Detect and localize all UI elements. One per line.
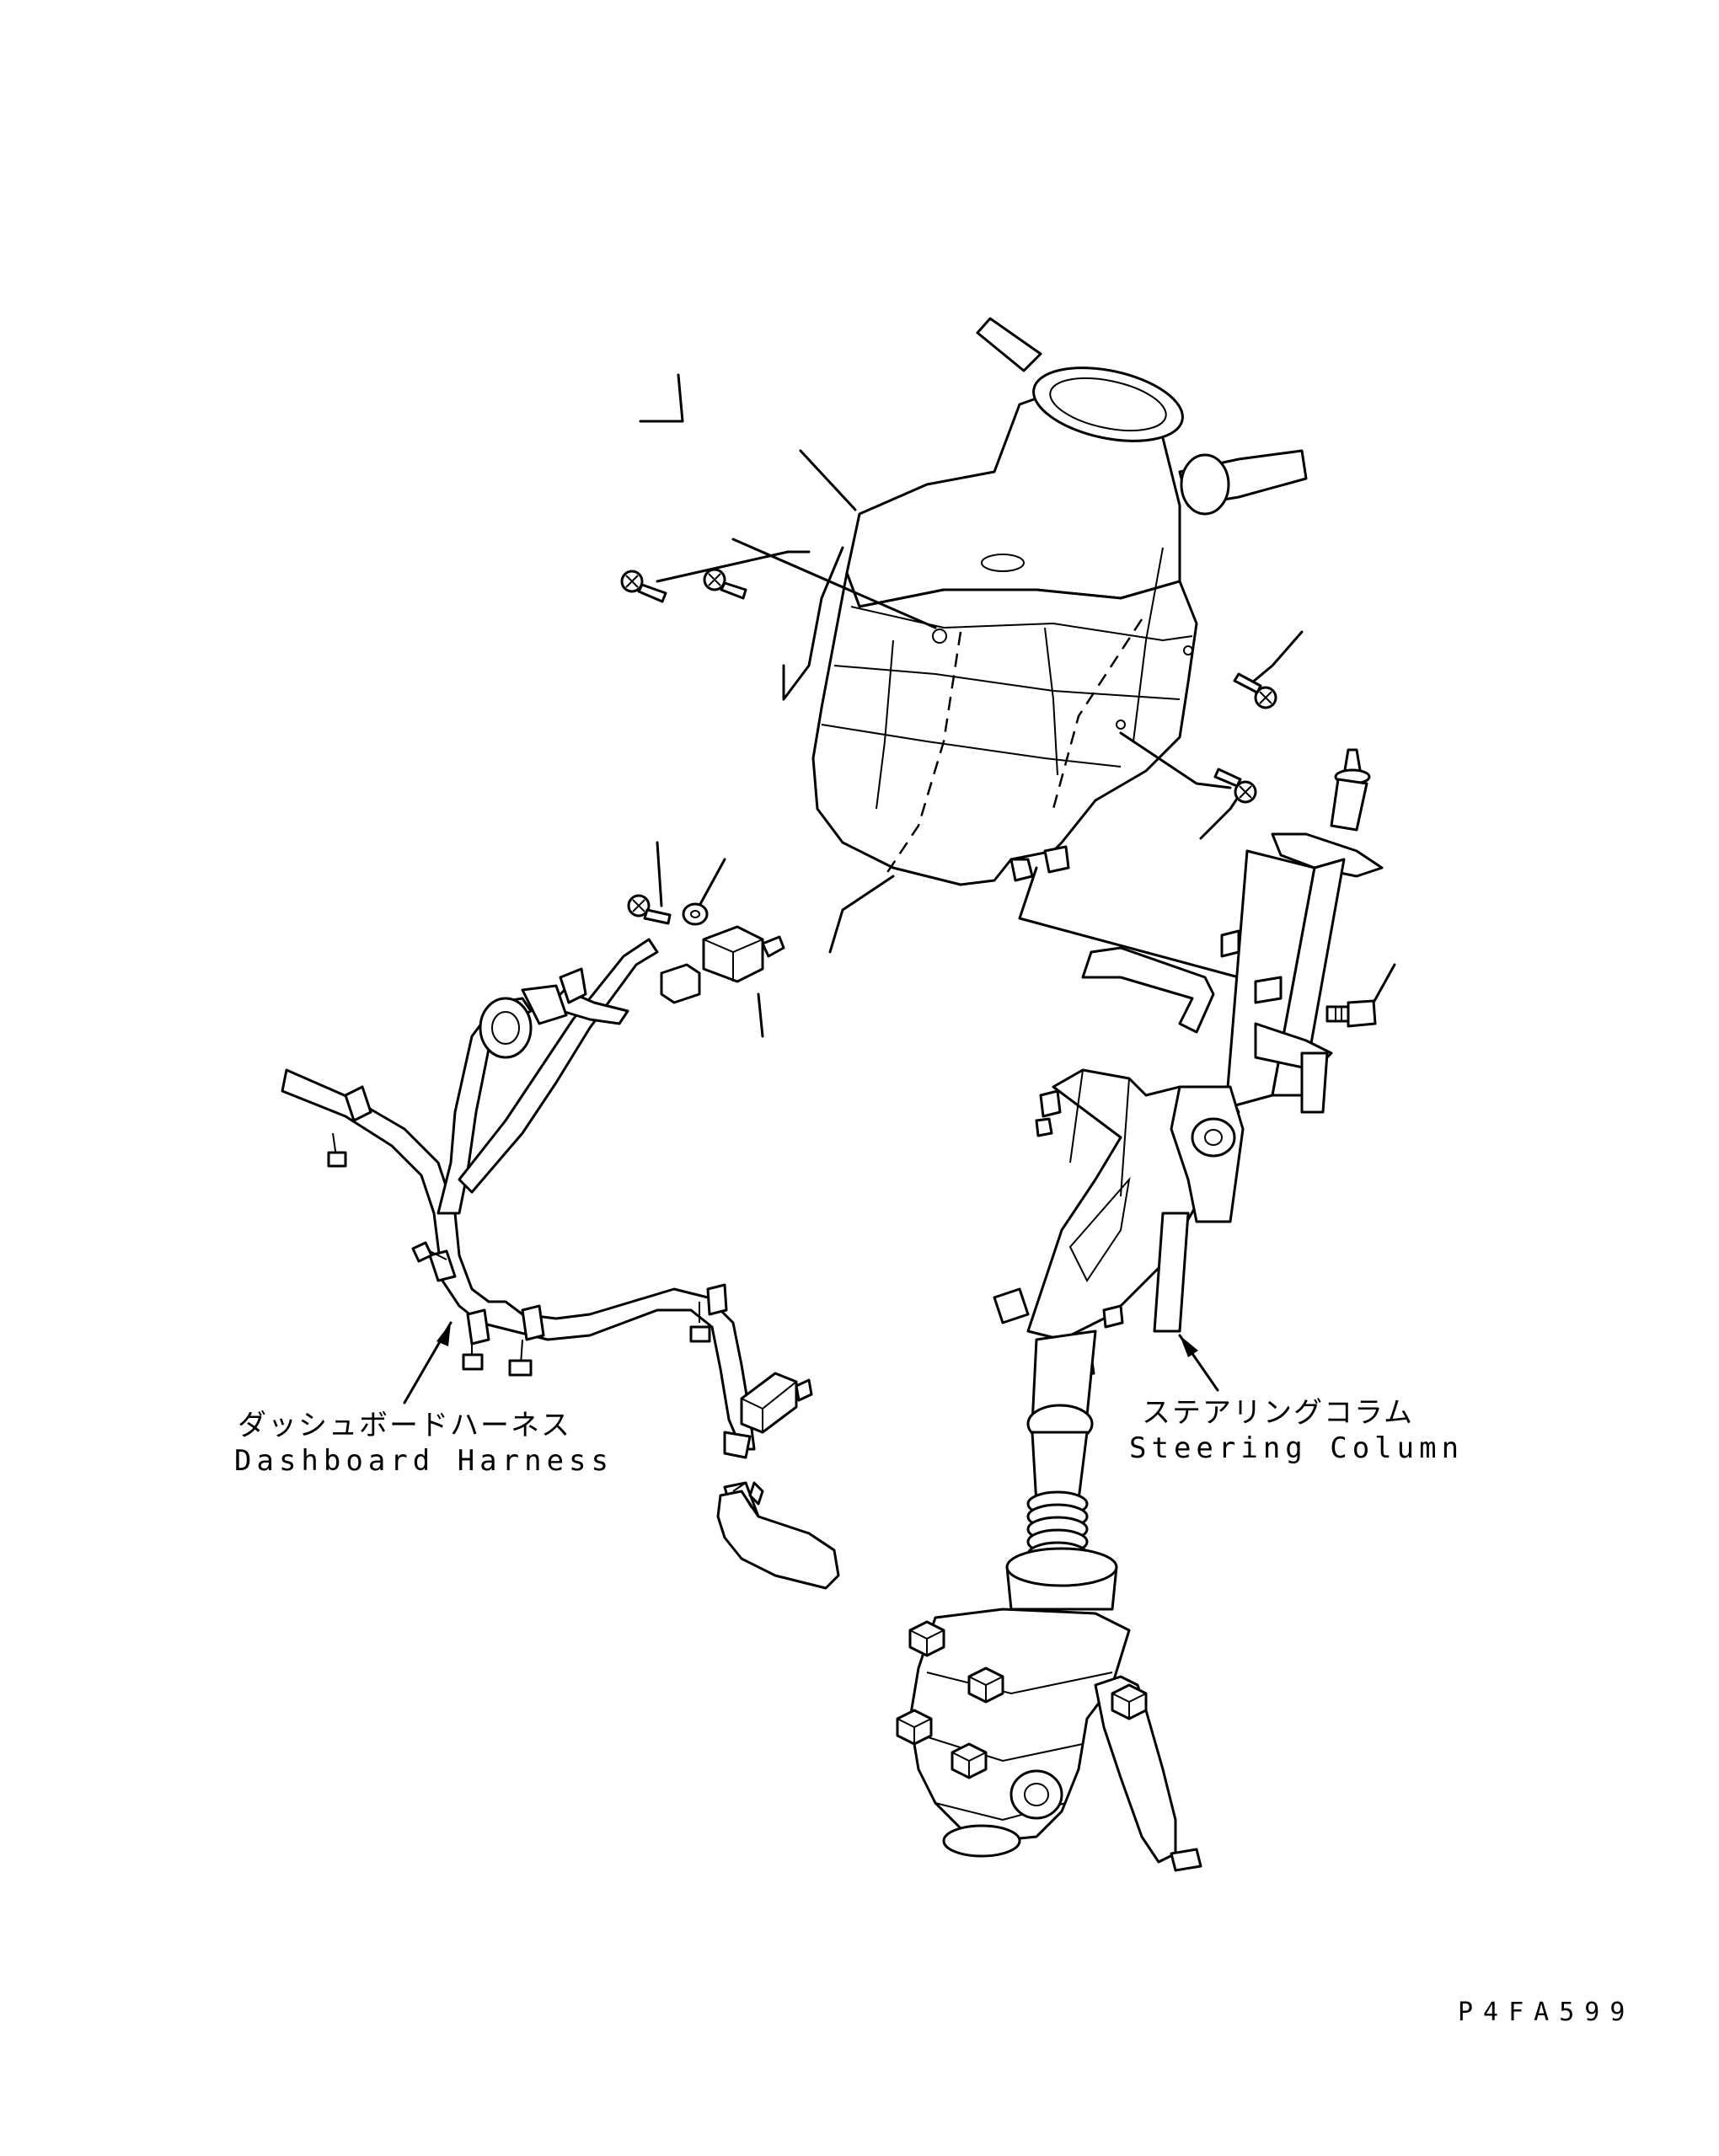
dashboard-cover: [811, 317, 1308, 886]
bolt-icon: [1325, 999, 1377, 1028]
dashboard-harness: [281, 938, 840, 1590]
screw-icon: [1213, 768, 1257, 804]
arrow-head-icon: [436, 1323, 451, 1346]
screws: [620, 568, 1377, 1028]
screw-icon: [620, 570, 667, 603]
drawing-code: P4FA599: [1458, 1998, 1636, 2027]
dashboard-harness-label-jp: ダッシュボードハーネス: [238, 1409, 571, 1442]
dashboard-harness-label-en: Dashboard Harness: [234, 1444, 613, 1478]
screw-icon: [703, 568, 747, 600]
steering-column-label-jp: ステアリングコラム: [1142, 1396, 1414, 1430]
hex-bolt-icon: [1111, 1683, 1148, 1720]
steering-column-label-en: Steering Column: [1129, 1431, 1465, 1465]
hex-bolt-icon: [951, 1742, 988, 1779]
hex-bolt-icon: [896, 1709, 933, 1746]
arrow-head-icon: [1180, 1335, 1198, 1357]
hex-bolt-icon: [908, 1620, 945, 1657]
relay: [660, 925, 785, 1004]
steering-column: [896, 748, 1384, 1872]
label-pointers: [403, 1321, 1219, 1404]
hex-bolt-icon: [967, 1666, 1004, 1704]
screw-icon: [1233, 672, 1277, 709]
washer-icon: [682, 902, 709, 926]
screw-icon: [627, 894, 672, 925]
